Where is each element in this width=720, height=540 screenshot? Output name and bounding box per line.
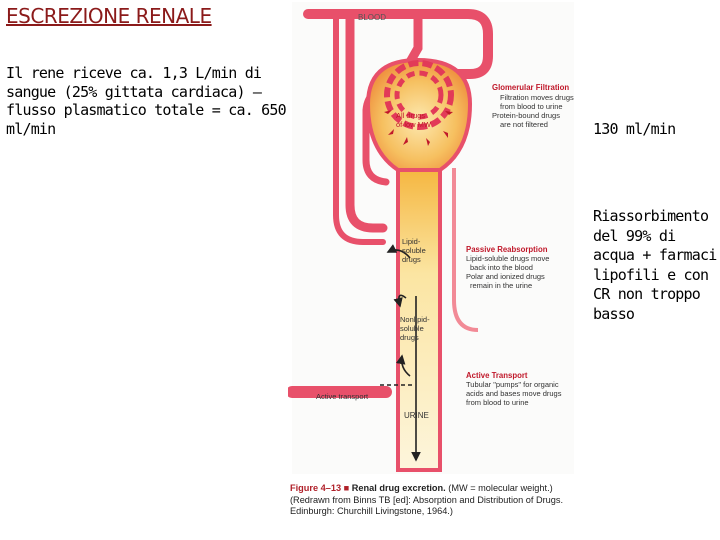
renal-blood-flow-text: Il rene riceve ca. 1,3 L/min di sangue (… — [6, 64, 287, 138]
at-line-2: acids and bases move drugs — [466, 389, 562, 398]
glomerular-filtration-heading: Glomerular Filtration — [492, 83, 569, 92]
gf-line-2: from blood to urine — [500, 102, 563, 111]
lipid-label-1: Lipid- — [402, 237, 421, 246]
active-transport-label: Active transport — [316, 392, 369, 401]
nonlipid-label-3: drugs — [400, 333, 419, 342]
nonlipid-label-2: soluble — [400, 324, 424, 333]
figure-caption: Figure 4–13 ■ Renal drug excretion. (MW … — [290, 483, 590, 518]
caption-text: (MW = molecular weight.) (Redrawn from B… — [290, 483, 564, 516]
gf-line-3: Protein-bound drugs — [492, 111, 560, 120]
lipid-label-2: soluble — [402, 246, 426, 255]
pr-line-4: remain in the urine — [470, 281, 532, 290]
lipid-label-3: drugs — [402, 255, 421, 264]
glomerulus-label-1: All drugs — [396, 111, 425, 120]
pr-line-1: Lipid-soluble drugs move — [466, 254, 549, 263]
at-line-3: from blood to urine — [466, 398, 529, 407]
nonlipid-label-1: Nonlipid- — [400, 315, 430, 324]
at-line-1: Tubular "pumps" for organic — [466, 380, 559, 389]
blood-label: BLOOD — [358, 13, 386, 22]
renal-excretion-figure: BLOOD All drugs of low MW Glomerular Fil… — [288, 2, 574, 474]
tubule-arrows — [380, 244, 421, 462]
active-transport-heading: Active Transport — [466, 371, 528, 380]
pr-line-3: Polar and ionized drugs — [466, 272, 545, 281]
recirculation-arrow — [395, 354, 411, 377]
blood-vessels — [288, 9, 493, 398]
reabsorption-text: Riassorbimento del 99% di acqua + farmac… — [593, 207, 717, 323]
gfr-value-text: 130 ml/min — [593, 120, 676, 138]
lipid-reabsorption-arrow — [386, 244, 411, 259]
gf-line-4: are not filtered — [500, 120, 548, 129]
slide-title: ESCREZIONE RENALE — [6, 4, 212, 28]
glomerulus-label-2: of low MW — [396, 120, 432, 129]
figure-number: Figure 4–13 — [290, 483, 342, 493]
passive-reabsorption-heading: Passive Reabsorption — [466, 245, 548, 254]
figure-title: Renal drug excretion. — [351, 483, 446, 493]
urine-label: URINE — [404, 411, 429, 420]
caption-bullet: ■ — [343, 483, 350, 493]
glomerulus — [365, 57, 473, 172]
pr-line-2: back into the blood — [470, 263, 533, 272]
nonlipid-arrow — [393, 294, 407, 308]
gf-line-1: Filtration moves drugs — [500, 93, 574, 102]
